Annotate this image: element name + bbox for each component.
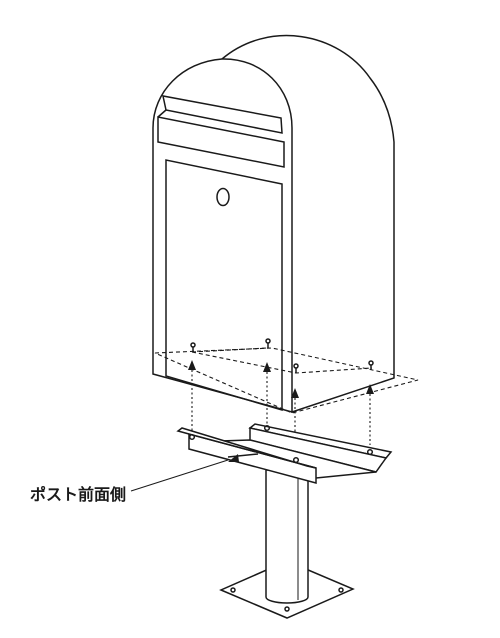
mailbox-bottom-outline bbox=[154, 338, 419, 414]
front-arrow-icon bbox=[228, 454, 239, 462]
front-arrow-shaft bbox=[227, 453, 259, 458]
mailbox-door bbox=[165, 159, 283, 412]
bracket-screw-hole bbox=[366, 448, 374, 456]
base-bolt-hole bbox=[230, 587, 236, 593]
arrow-up-icon bbox=[366, 384, 374, 394]
mounting-pole bbox=[219, 469, 355, 619]
base-bolt-hole bbox=[284, 606, 290, 612]
screw-4 bbox=[368, 360, 374, 370]
pole-shaft bbox=[265, 469, 309, 604]
screw-2 bbox=[265, 338, 271, 348]
bracket-screw-hole bbox=[188, 433, 196, 441]
assembly-guides bbox=[188, 360, 374, 450]
bracket-screw-hole bbox=[292, 456, 300, 464]
mail-slot-flap bbox=[162, 95, 283, 134]
label-leader-line bbox=[130, 459, 229, 492]
mail-slot-edge bbox=[157, 109, 167, 118]
mailbox-body bbox=[152, 34, 395, 413]
bracket-front-flange bbox=[176, 427, 317, 469]
arrow-up-icon bbox=[263, 362, 271, 372]
bracket-screw-hole bbox=[263, 424, 271, 432]
base-bolt-hole bbox=[338, 587, 344, 593]
door-lock bbox=[216, 187, 230, 207]
arrow-up-icon bbox=[291, 388, 299, 398]
mounting-bracket bbox=[176, 423, 393, 484]
screw-3 bbox=[293, 363, 299, 373]
arrow-up-icon bbox=[188, 360, 196, 370]
mail-slot-opening bbox=[157, 116, 285, 168]
screw-1 bbox=[190, 342, 196, 352]
front-side-label: ポスト前面側 bbox=[30, 485, 127, 504]
